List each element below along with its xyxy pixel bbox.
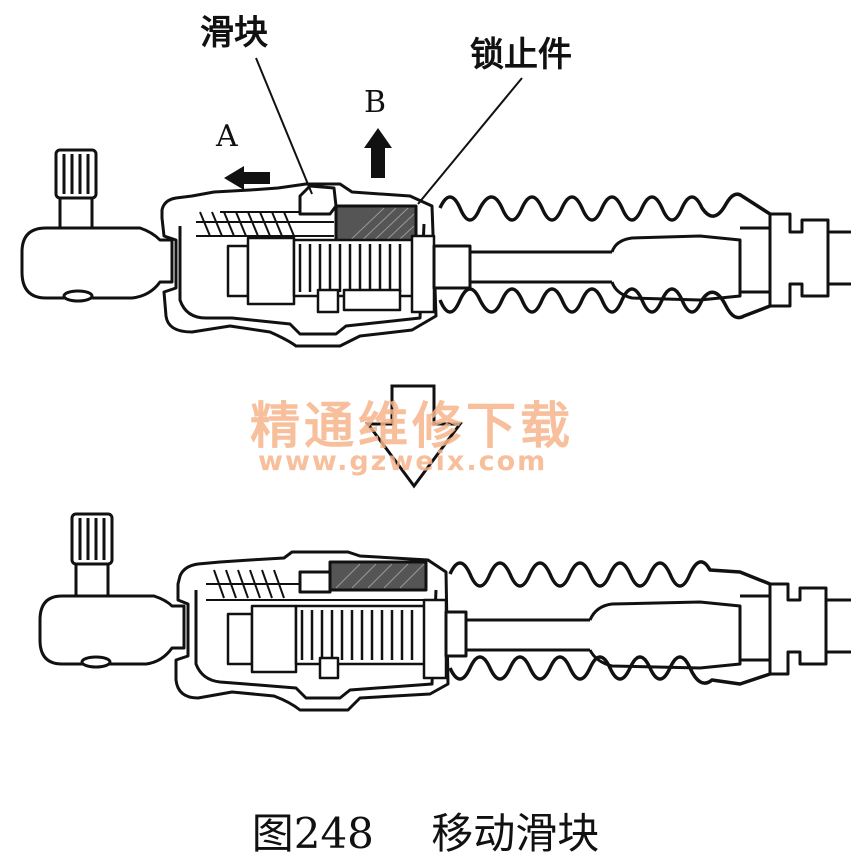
bellows-bottom [448,560,771,588]
assembly-after [38,512,851,712]
end-fitting-bottom [740,582,851,676]
piston-bottom [226,598,448,680]
slider-bottom [298,570,332,594]
ball-joint-bottom [38,594,186,666]
figure-number: 图248 [251,809,374,858]
label-direction-a: A [215,119,238,154]
end-fitting-top [740,212,851,308]
internal-spring-top [196,211,334,237]
piston-top [226,234,436,314]
transition-arrow-icon [365,384,463,489]
watermark-title: 精通维修下载 [250,397,574,455]
arrow-a [224,166,270,190]
shaft-top [432,234,742,302]
figure-title: 移动滑块 [431,809,600,858]
knob-stud-bottom [70,512,114,598]
leader-slider [255,57,313,195]
label-lock: 锁止件 [470,35,572,75]
assembly-before [20,148,851,348]
figure-caption: 图248 移动滑块 [0,800,851,861]
watermark-url: www.gzweix.com [258,446,548,477]
internal-spring-bottom [206,569,436,601]
label-slider: 滑块 [200,13,268,53]
leader-lock [417,77,523,205]
label-direction-b: B [364,85,386,120]
shaft-bottom [444,600,742,670]
slider-top [298,184,338,216]
ball-joint-top [20,226,174,300]
arrow-b [364,128,392,178]
bellows-top [438,192,771,222]
knob-stud-top [54,148,98,230]
